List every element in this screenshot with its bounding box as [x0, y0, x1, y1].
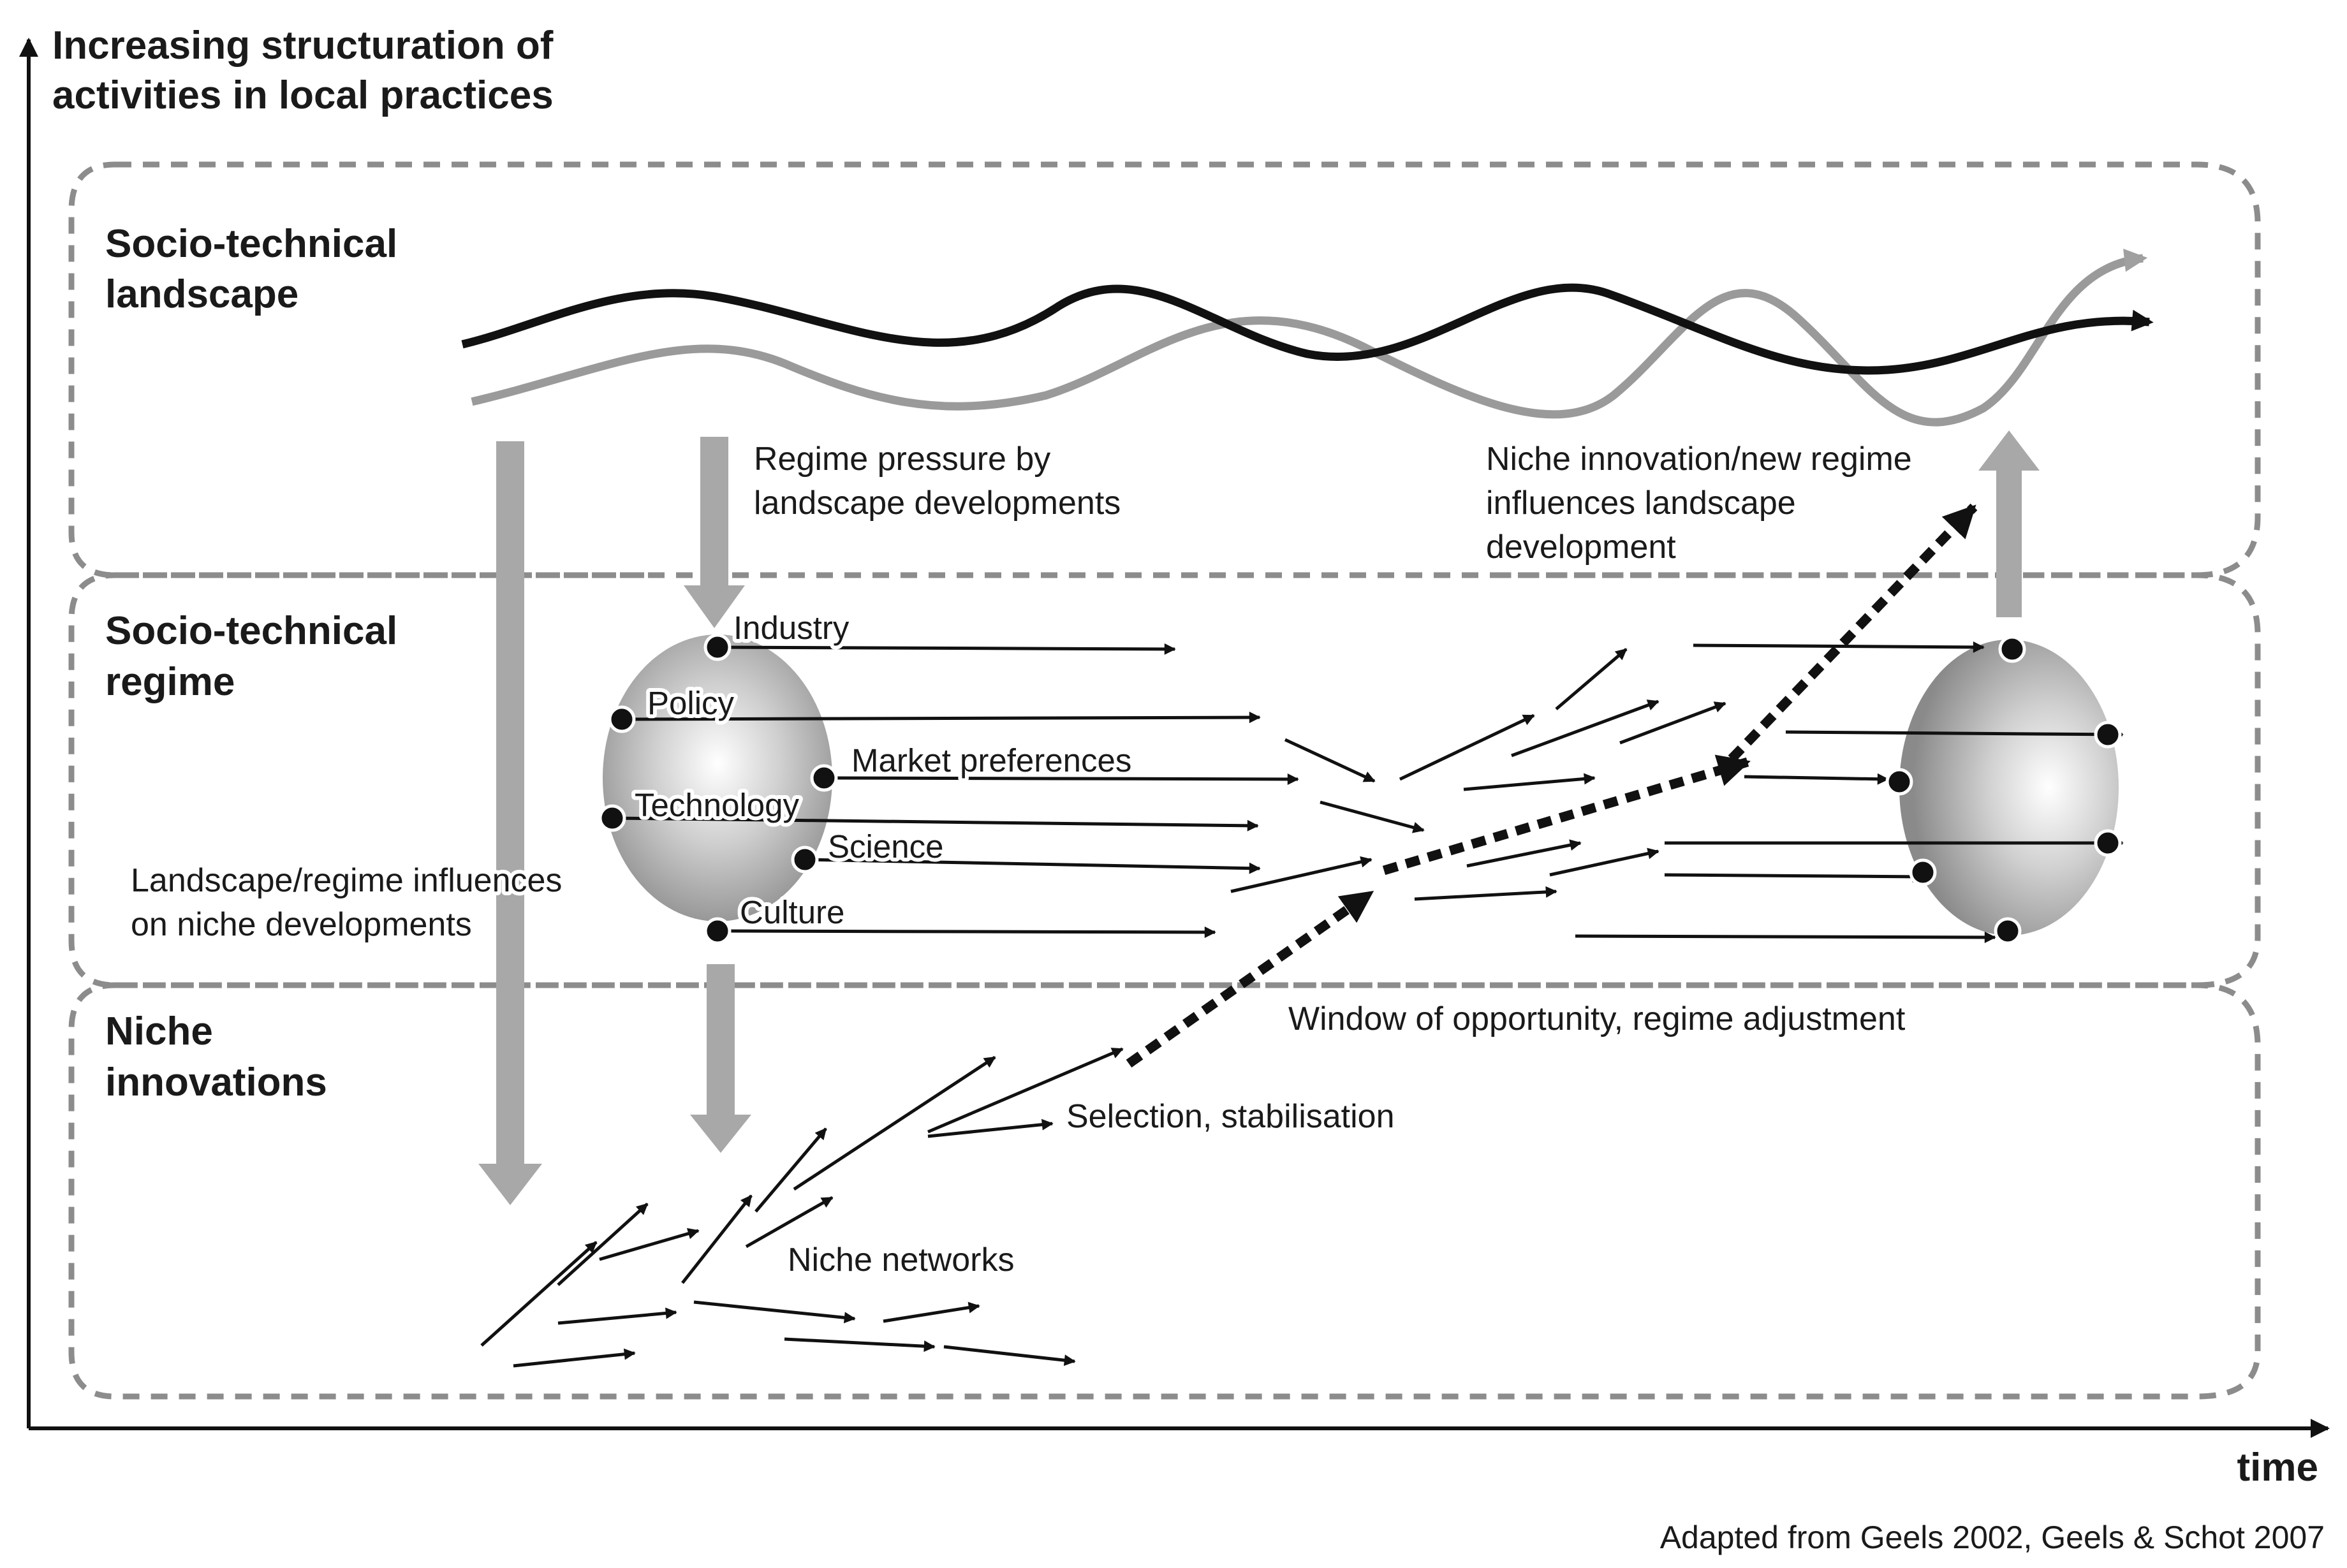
landscape-grey-curve [471, 249, 2148, 427]
annotation-niche-networks: Niche networks [788, 1242, 1014, 1279]
regime-sphere-right [1899, 640, 2119, 935]
x-axis-title: time [2237, 1446, 2318, 1490]
regime-sphere-left [603, 634, 832, 921]
regime-niche-arrows [480, 641, 2124, 1368]
annotation-landscape-regime-influences: Landscape/regime influences on niche dev… [131, 862, 571, 943]
regime-title: Socio-technical regime [105, 609, 408, 704]
niche-box [68, 982, 2261, 1400]
grey-down-arrow-left [478, 441, 542, 1205]
regime-element-dots [598, 633, 2122, 945]
regime-label-market-preferences: Market preferences [851, 742, 1131, 779]
regime-label-industry: Industry [733, 610, 850, 646]
regime-label-culture: Culture [740, 894, 844, 930]
regime-label-science: Science [828, 828, 943, 865]
landscape-black-curve [461, 283, 2154, 375]
level-boxes [68, 161, 2261, 1400]
grey-up-arrow-right [1978, 430, 2040, 617]
grey-down-arrow-regime-pressure [684, 437, 745, 628]
niche-breakthrough-trajectory [1126, 503, 1978, 1068]
annotation-window-of-opportunity: Window of opportunity, regime adjustment [1288, 1000, 1906, 1037]
source-citation: Adapted from Geels 2002, Geels & Schot 2… [1660, 1520, 2325, 1555]
regime-label-policy: Policy [647, 685, 735, 721]
niche-title: Niche innovations [105, 1009, 327, 1104]
grey-down-arrow-to-niche [690, 964, 751, 1153]
grey-influence-arrows [478, 430, 2040, 1205]
annotation-regime-pressure: Regime pressure by landscape development… [754, 441, 1121, 522]
annotation-niche-influences-landscape: Niche innovation/new regime influences l… [1486, 441, 1921, 566]
landscape-box [68, 161, 2261, 578]
regime-label-technology: Technology [635, 787, 800, 823]
landscape-title: Socio-technical landscape [105, 222, 408, 316]
y-axis-title: Increasing structuration of activities i… [52, 24, 564, 117]
annotation-selection-stabilisation: Selection, stabilisation [1066, 1098, 1395, 1135]
